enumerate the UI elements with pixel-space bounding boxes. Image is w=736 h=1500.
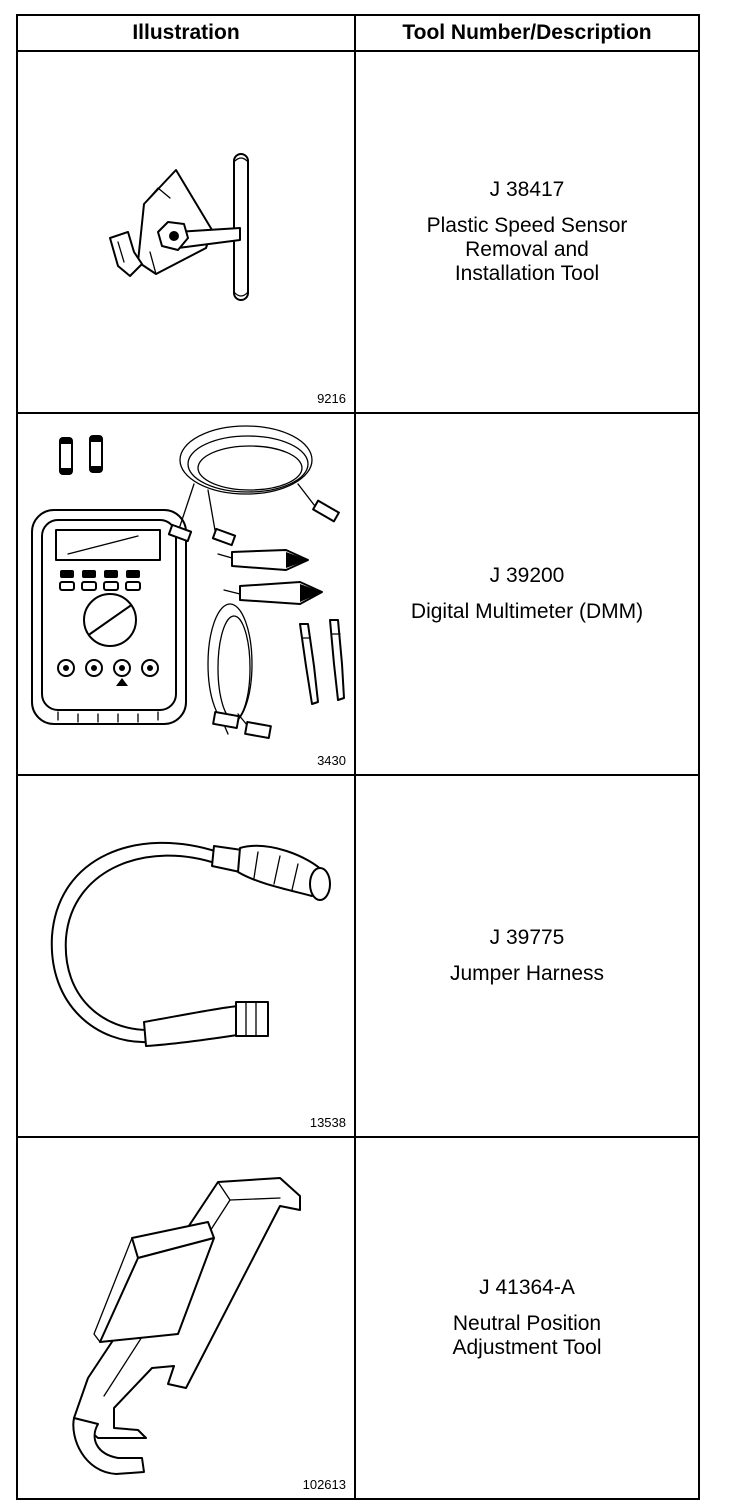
jumper-harness-icon <box>50 841 331 1047</box>
tool-number: J 39200 <box>489 564 565 587</box>
figure-number: 102613 <box>302 1477 346 1492</box>
table-row: 3430 J 39200 Digital Multimeter (DMM) <box>16 412 700 776</box>
tool-description-cell: J 38417 Plastic Speed Sensor Removal and… <box>354 50 700 414</box>
illustration-cell: 13538 <box>16 774 356 1138</box>
tool-number: J 38417 <box>489 178 565 201</box>
table-row: 102613 J 41364-A Neutral Position Adjust… <box>16 1136 700 1500</box>
speed-sensor-tool-icon <box>109 153 249 301</box>
illustration-cell: 102613 <box>16 1136 356 1500</box>
tool-number: J 39775 <box>489 926 565 949</box>
tool-description-header: Tool Number/Description <box>354 14 700 52</box>
tool-description-cell: J 39775 Jumper Harness <box>354 774 700 1138</box>
tool-description: Plastic Speed Sensor Removal and Install… <box>426 214 628 285</box>
table-row: 13538 J 39775 Jumper Harness <box>16 774 700 1138</box>
tool-description-cell: J 39200 Digital Multimeter (DMM) <box>354 412 700 776</box>
tool-number: J 41364-A <box>479 1276 575 1299</box>
tool-description-cell: J 41364-A Neutral Position Adjustment To… <box>354 1136 700 1500</box>
tool-description: Neutral Position Adjustment Tool <box>452 1312 602 1359</box>
illustration-header: Illustration <box>16 14 356 52</box>
figure-number: 9216 <box>317 391 346 406</box>
illustration-cell: 3430 <box>16 412 356 776</box>
tool-table: Illustration Tool Number/Description <box>16 14 700 1500</box>
tool-description: Jumper Harness <box>449 962 605 985</box>
figure-number: 3430 <box>317 753 346 768</box>
table-header-row: Illustration Tool Number/Description <box>16 14 700 52</box>
multimeter-icon <box>31 425 345 739</box>
figure-number: 13538 <box>309 1115 346 1130</box>
illustration-cell: 9216 <box>16 50 356 414</box>
tool-description: Digital Multimeter (DMM) <box>410 600 644 623</box>
table-row: 9216 J 38417 Plastic Speed Sensor Remova… <box>16 50 700 414</box>
adjustment-tool-icon <box>72 1177 301 1475</box>
